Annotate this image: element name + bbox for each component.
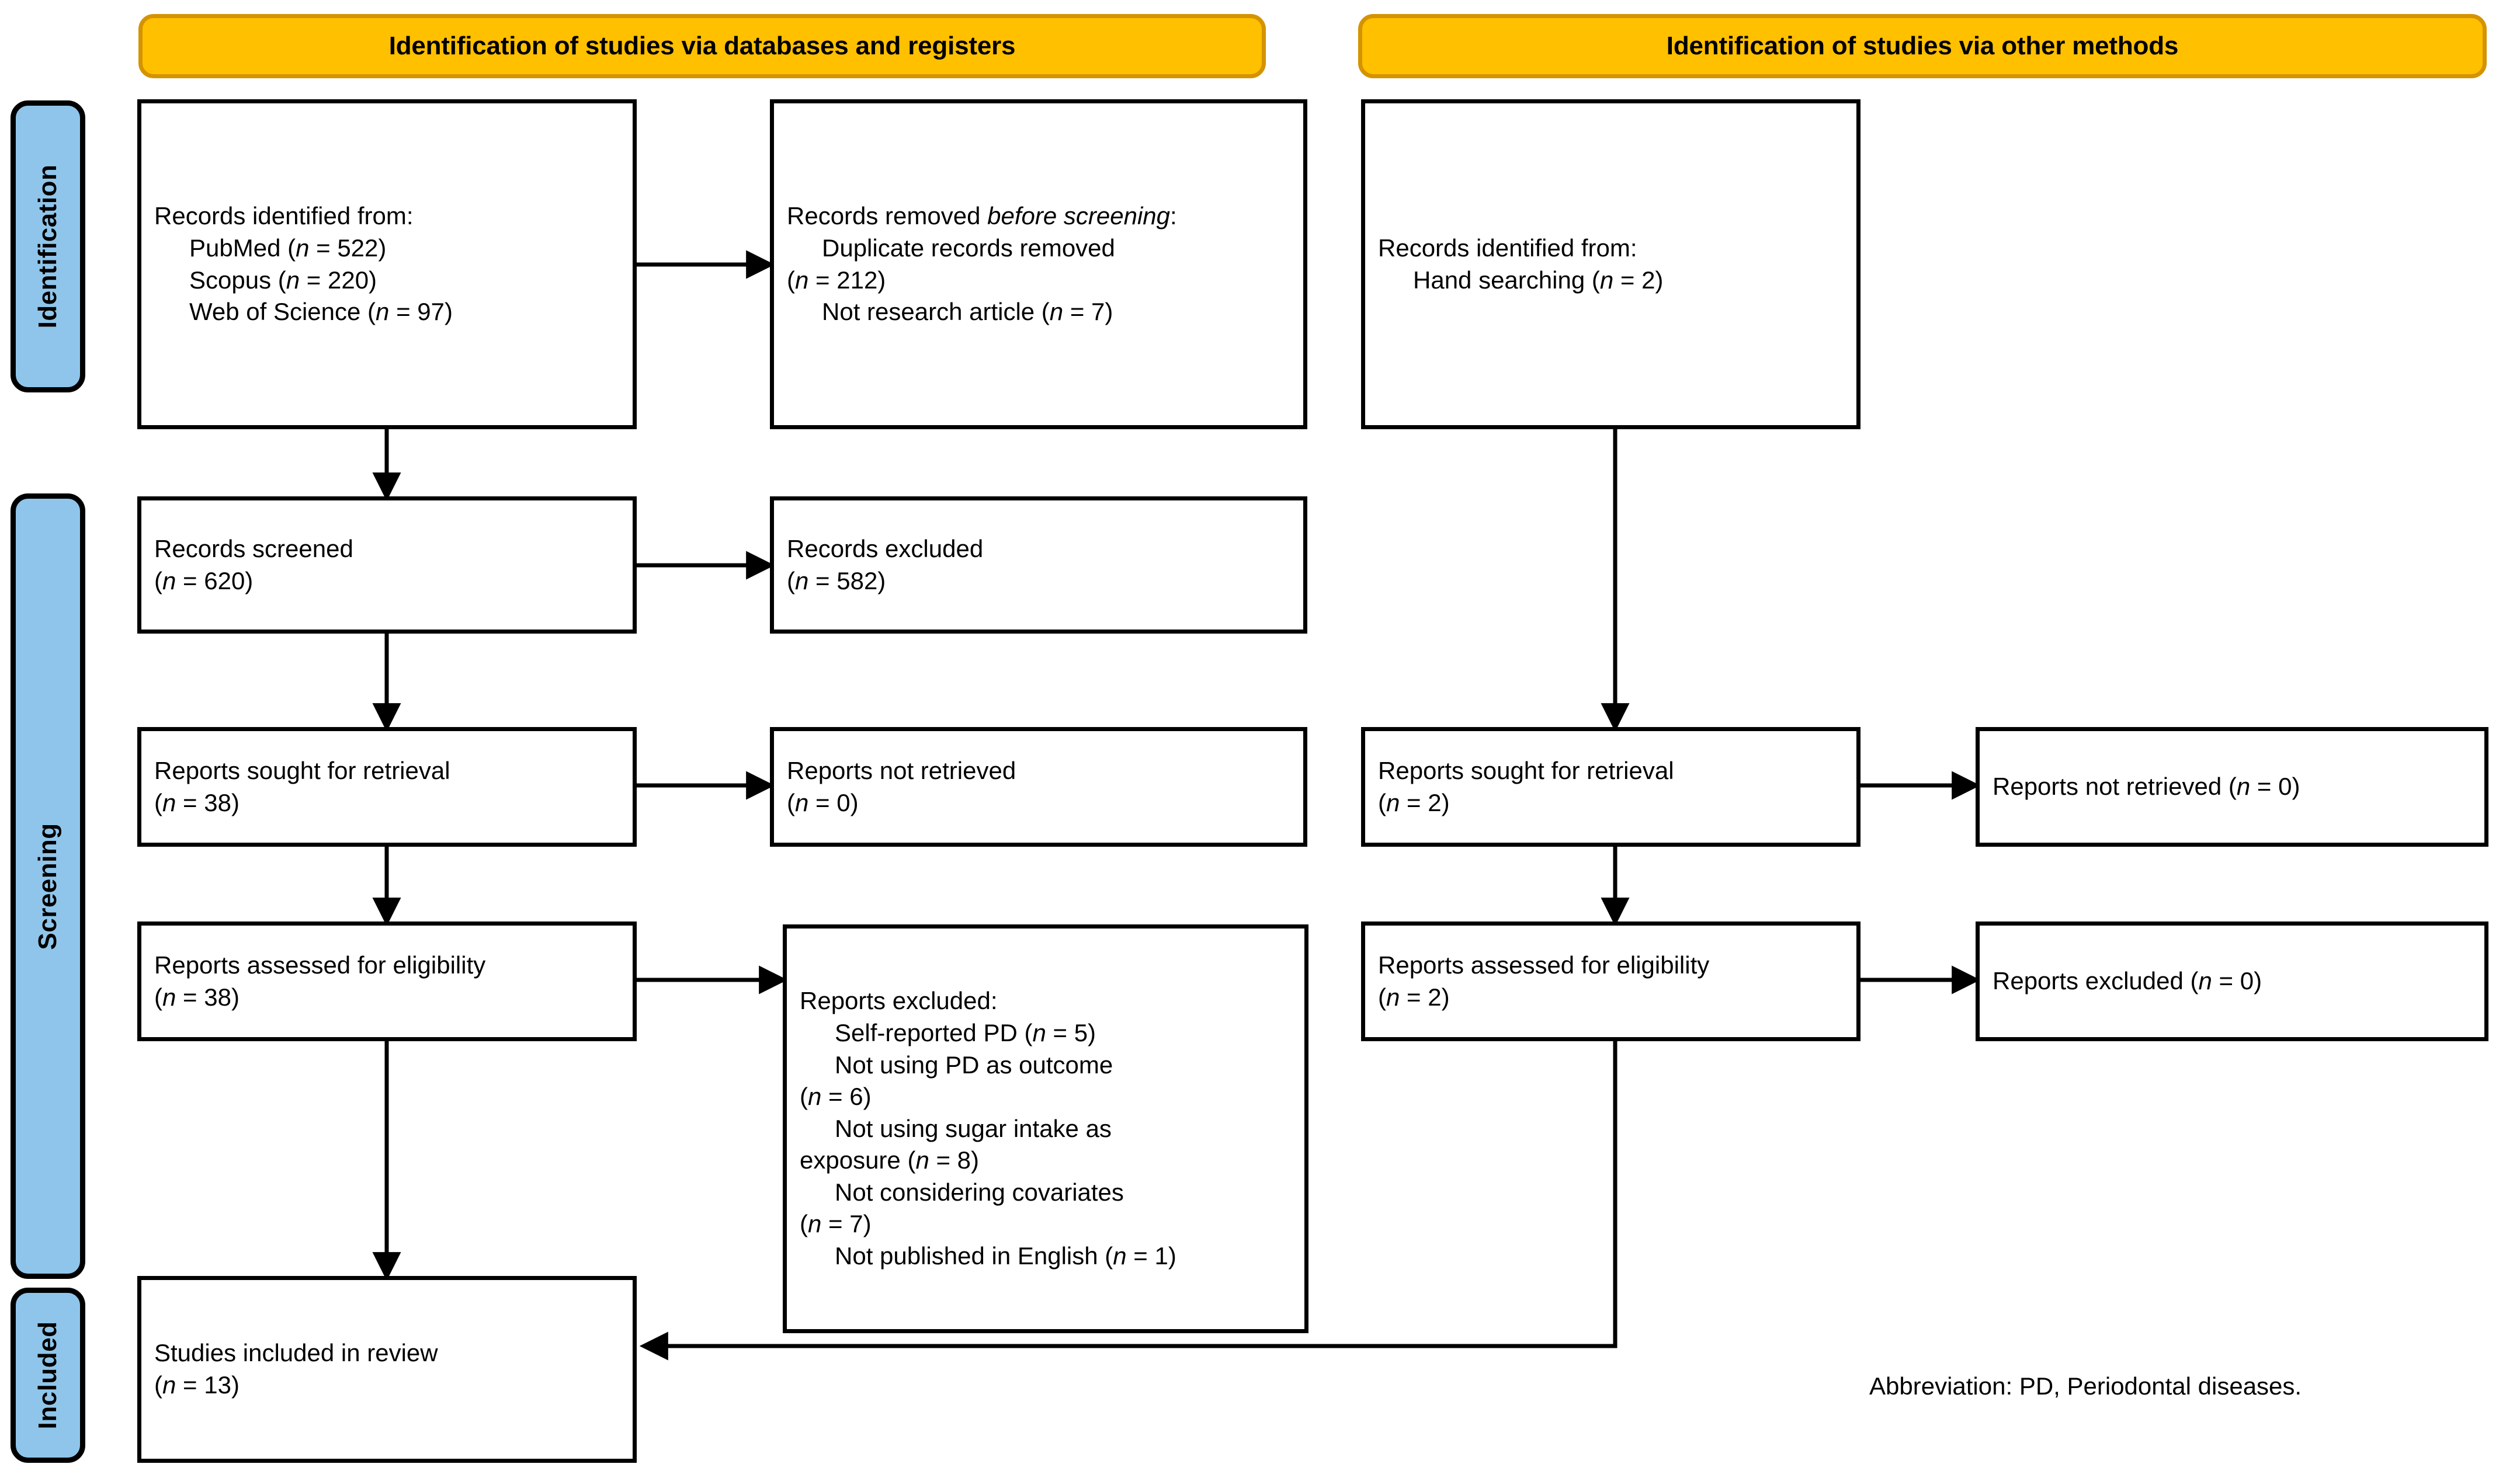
records-removed-title-tail: : [1170, 202, 1177, 230]
records-removed-title: Records removed before screening: [787, 200, 1290, 232]
phase-identification-label: Identification [33, 164, 62, 329]
records-identified-item: PubMed (n = 522) [189, 234, 387, 262]
reports-excluded-reason-count: (n = 6) [800, 1083, 872, 1111]
arrow-om-assessed-to-included [639, 1039, 1617, 1361]
om-reports-assessed-label: Reports assessed for eligibility [1378, 951, 1710, 979]
reports-excluded-reason: Not published in English (n = 1) [835, 1242, 1176, 1270]
node-records-screened: Records screened (n = 620) [137, 496, 637, 634]
records-removed-item: Duplicate records removed [822, 234, 1115, 262]
records-screened-label: Records screened [154, 534, 353, 562]
node-reports-assessed-other-methods: Reports assessed for eligibility (n = 2) [1361, 921, 1861, 1041]
node-records-identified-databases: Records identified from: PubMed (n = 522… [137, 99, 637, 429]
phase-screening-label: Screening [33, 822, 62, 950]
reports-excluded-reason-count: exposure (n = 8) [800, 1146, 980, 1174]
records-identified-item: Web of Science (n = 97) [189, 298, 453, 326]
node-studies-included: Studies included in review (n = 13) [137, 1276, 637, 1463]
om-reports-assessed-count: (n = 2) [1378, 983, 1450, 1011]
node-reports-not-retrieved-other-methods: Reports not retrieved (n = 0) [1976, 727, 2488, 847]
node-records-removed-before-screening: Records removed before screening: Duplic… [770, 99, 1307, 429]
records-excluded-label: Records excluded [787, 534, 984, 562]
om-records-identified-title: Records identified from: [1378, 234, 1637, 262]
records-identified-title: Records identified from: [154, 202, 414, 230]
banner-databases-and-registers: Identification of studies via databases … [138, 14, 1266, 78]
node-reports-excluded-detail: Reports excluded: Self-reported PD (n = … [783, 924, 1308, 1333]
phase-identification: Identification [11, 100, 85, 392]
om-reports-not-retrieved-label: Reports not retrieved (n = 0) [1993, 773, 2300, 801]
banner-other-methods: Identification of studies via other meth… [1358, 14, 2487, 78]
records-excluded-count: (n = 582) [787, 566, 886, 594]
records-removed-item-count: (n = 212) [787, 266, 886, 294]
reports-sought-label: Reports sought for retrieval [154, 756, 450, 784]
reports-excluded-reason: Self-reported PD (n = 5) [835, 1018, 1096, 1046]
reports-excluded-title: Reports excluded: [800, 987, 998, 1015]
banner-other-methods-label: Identification of studies via other meth… [1666, 32, 2179, 60]
banner-databases-label: Identification of studies via databases … [388, 32, 1016, 60]
node-reports-assessed-databases: Reports assessed for eligibility (n = 38… [137, 921, 637, 1041]
records-removed-title-italic: before screening [987, 202, 1171, 230]
node-records-identified-other-methods: Records identified from: Hand searching … [1361, 99, 1861, 429]
phase-included-label: Included [33, 1321, 62, 1430]
phase-screening: Screening [11, 493, 85, 1279]
reports-excluded-reason-count: (n = 7) [800, 1210, 872, 1238]
studies-included-count: (n = 13) [154, 1371, 239, 1399]
node-reports-sought-databases: Reports sought for retrieval (n = 38) [137, 727, 637, 847]
studies-included-label: Studies included in review [154, 1339, 438, 1367]
reports-assessed-label: Reports assessed for eligibility [154, 951, 486, 979]
om-reports-sought-count: (n = 2) [1378, 788, 1450, 816]
reports-not-retrieved-count: (n = 0) [787, 788, 859, 816]
reports-sought-count: (n = 38) [154, 788, 239, 816]
om-records-identified-item: Hand searching (n = 2) [1413, 266, 1664, 294]
records-removed-title-plain: Records removed [787, 202, 988, 230]
reports-excluded-reason: Not using sugar intake as [835, 1114, 1112, 1142]
reports-excluded-reason: Not using PD as outcome [835, 1051, 1113, 1079]
records-screened-count: (n = 620) [154, 566, 254, 594]
node-records-excluded: Records excluded (n = 582) [770, 496, 1307, 634]
om-reports-excluded-label: Reports excluded (n = 0) [1993, 967, 2262, 995]
records-removed-item: Not research article (n = 7) [822, 298, 1113, 326]
abbreviation-footnote: Abbreviation: PD, Periodontal diseases. [1869, 1372, 2302, 1400]
node-reports-not-retrieved-databases: Reports not retrieved (n = 0) [770, 727, 1307, 847]
reports-not-retrieved-label: Reports not retrieved [787, 756, 1016, 784]
node-reports-excluded-other-methods: Reports excluded (n = 0) [1976, 921, 2488, 1041]
reports-excluded-reason: Not considering covariates [835, 1178, 1124, 1206]
records-identified-item: Scopus (n = 220) [189, 266, 377, 294]
node-reports-sought-other-methods: Reports sought for retrieval (n = 2) [1361, 727, 1861, 847]
om-reports-sought-label: Reports sought for retrieval [1378, 756, 1674, 784]
reports-assessed-count: (n = 38) [154, 983, 239, 1011]
phase-included: Included [11, 1288, 85, 1463]
